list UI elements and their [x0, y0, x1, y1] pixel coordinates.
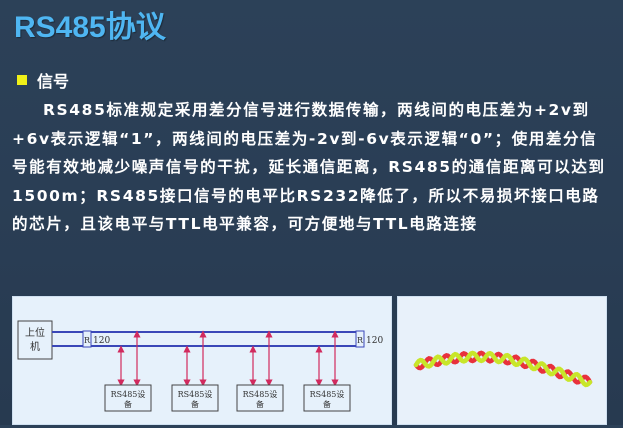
resistor-left-value: 120	[93, 336, 110, 346]
twisted-pair-image	[397, 296, 607, 425]
resistor-right-symbol: R	[357, 336, 364, 345]
body-paragraph: RS485标准规定采用差分信号进行数据传输，两线间的电压差为+2v到+6v表示逻…	[12, 101, 606, 233]
device-box-1	[104, 384, 152, 412]
device-1-line1: RS485设	[111, 389, 146, 399]
device-group-2: RS485设 备	[171, 330, 219, 412]
resistor-right	[355, 330, 365, 348]
resistor-left	[82, 330, 92, 348]
cable-strand	[413, 350, 593, 388]
device-group-3: RS485设 备	[236, 330, 284, 412]
device-box-4	[303, 384, 351, 412]
device-2-line2: 备	[191, 399, 199, 409]
device-3-line1: RS485设	[243, 389, 278, 399]
device-1-line2: 备	[124, 399, 132, 409]
device-4-line1: RS485设	[310, 389, 345, 399]
host-box	[17, 320, 53, 360]
section-heading: 信号	[37, 72, 70, 91]
device-box-2	[171, 384, 219, 412]
device-4-line2: 备	[323, 399, 331, 409]
device-group-4: RS485设 备	[303, 330, 351, 412]
bullet-square-icon	[17, 75, 27, 85]
resistor-right-value: 120	[366, 336, 383, 346]
host-label-line2: 机	[30, 340, 40, 353]
device-group-1: RS485设 备	[104, 330, 152, 412]
resistor-left-symbol: R	[84, 336, 91, 345]
device-box-3	[236, 384, 284, 412]
slide-title: RS485协议	[14, 11, 166, 44]
host-label-line1: 上位	[25, 326, 45, 339]
device-3-line2: 备	[256, 399, 264, 409]
device-2-line1: RS485设	[178, 389, 213, 399]
rs485-bus-diagram: 上位 机 R 120 R 120 RS485设 备 RS485设 备	[12, 296, 392, 425]
twisted-pair-cable-icon	[413, 350, 593, 388]
